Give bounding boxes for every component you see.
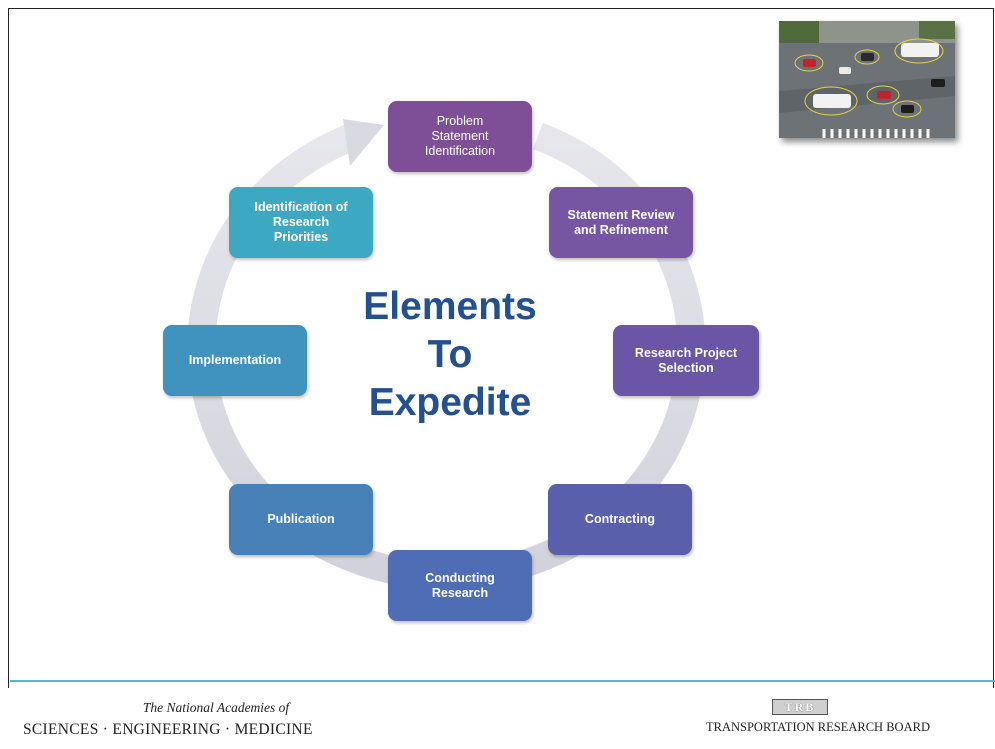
slide-frame — [8, 8, 994, 688]
node-project-selection: Research Project Selection — [613, 325, 759, 396]
nas-logo-line1: The National Academies of — [142, 700, 290, 715]
node-implementation: Implementation — [163, 325, 307, 396]
footer-divider — [10, 680, 995, 682]
cycle-arrowhead — [343, 119, 384, 166]
node-contracting: Contracting — [548, 484, 692, 555]
node-publication: Publication — [229, 484, 373, 555]
node-research-priorities: Identification of Research Priorities — [229, 187, 373, 258]
node-problem-statement: Problem Statement Identification — [388, 101, 532, 172]
trb-logo: TRB — [772, 699, 828, 715]
node-conducting-research: Conducting Research — [388, 550, 532, 621]
connected-vehicles-intersection-photo — [779, 21, 955, 138]
trb-name: TRANSPORTATION RESEARCH BOARD — [706, 720, 930, 734]
nas-logo-line2: SCIENCES · ENGINEERING · MEDICINE — [23, 721, 313, 738]
intersection-photo — [779, 21, 955, 138]
node-statement-review: Statement Review and Refinement — [549, 187, 693, 258]
center-title: Elements To Expedite — [363, 285, 537, 424]
